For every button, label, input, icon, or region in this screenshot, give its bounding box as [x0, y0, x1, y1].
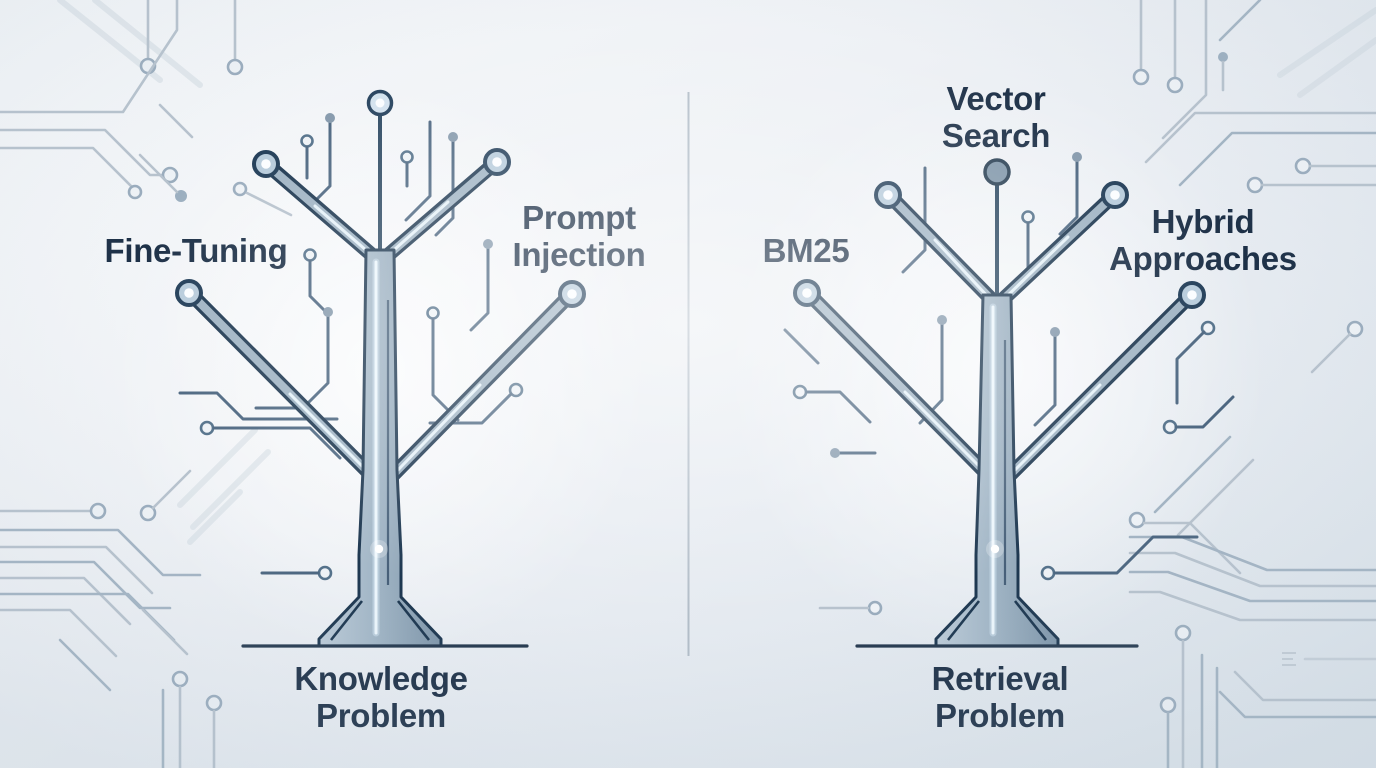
- right-tree-node-bm25: [874, 181, 902, 209]
- left-tree-node-lower-right: [558, 280, 586, 308]
- label-hybrid-approaches: Hybrid Approaches: [1109, 203, 1297, 277]
- right-tree-top-node: [983, 158, 1011, 186]
- label-bm25: BM25: [762, 232, 850, 269]
- right-tree-node-lower-right: [1178, 281, 1206, 309]
- label-vector-search: Vector Search: [941, 80, 1051, 154]
- label-retrieval-problem: Retrieval Problem: [931, 660, 1069, 734]
- label-prompt-injection: Prompt Injection: [512, 199, 646, 273]
- right-tree-node-lower-left: [793, 279, 821, 307]
- left-tree-node-fine-tuning: [252, 150, 280, 178]
- label-fine-tuning: Fine-Tuning: [104, 232, 288, 269]
- faint-glyph: [1282, 652, 1296, 666]
- label-knowledge-problem: Knowledge Problem: [294, 660, 468, 734]
- left-tree-node-prompt-injection: [483, 148, 511, 176]
- left-tree-top-node: [366, 89, 394, 117]
- left-tree-node-lower-left: [175, 279, 203, 307]
